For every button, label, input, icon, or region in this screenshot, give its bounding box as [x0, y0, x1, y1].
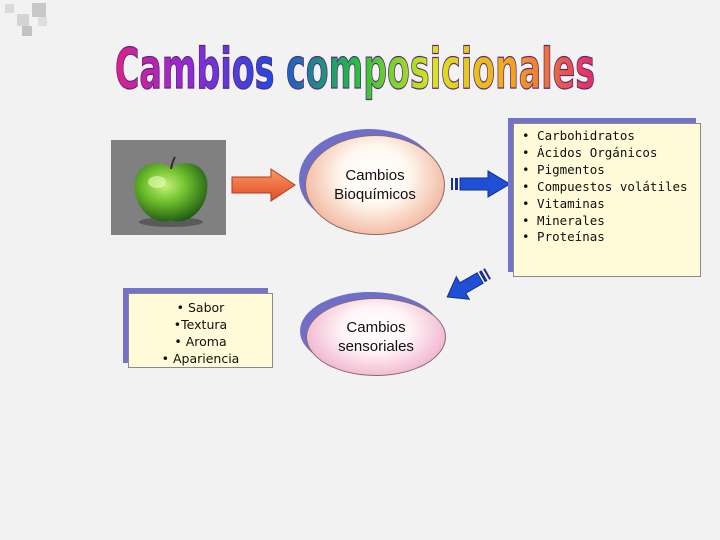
node-label-line2: sensoriales	[338, 338, 414, 355]
apple-icon	[134, 156, 208, 227]
orange-arrow-icon	[231, 168, 296, 202]
apple-image	[111, 140, 226, 235]
node-cambios-bioquimicos: Cambios Bioquímicos	[299, 129, 445, 235]
composition-list-box: • Carbohidratos • Ácidos Orgánicos • Pig…	[508, 118, 701, 277]
sensory-list-box: • Sabor •Textura • Aroma • Apariencia	[123, 288, 273, 368]
list-item: • Sabor	[176, 300, 225, 315]
composition-list: • Carbohidratos • Ácidos Orgánicos • Pig…	[522, 128, 688, 246]
list-item: • Pigmentos	[522, 161, 605, 177]
list-item: •Textura	[173, 317, 228, 332]
list-item: • Apariencia	[161, 351, 240, 366]
slide-title-text: Cambios composicionales	[115, 37, 595, 102]
list-item: • Aroma	[174, 334, 227, 349]
blue-arrow-right-icon	[451, 170, 511, 198]
node-label-line1: Cambios	[345, 167, 405, 184]
list-item: • Vitaminas	[522, 195, 605, 211]
node-cambios-sensoriales: Cambios sensoriales	[300, 292, 446, 376]
blue-arrow-diagonal-icon	[446, 268, 491, 300]
list-item: • Minerales	[522, 212, 605, 228]
list-item: • Carbohidratos	[522, 128, 635, 143]
list-item: • Proteínas	[522, 229, 605, 245]
node-label-line2: Bioquímicos	[334, 186, 416, 203]
node-label-line1: Cambios	[346, 319, 406, 336]
slide-title: Cambios composicionales	[114, 36, 595, 102]
list-item: • Compuestos volátiles	[522, 178, 688, 194]
sensory-list: • Sabor •Textura • Aroma • Apariencia	[129, 299, 272, 367]
corner-decoration	[5, 3, 47, 36]
list-item: • Ácidos Orgánicos	[522, 144, 658, 160]
